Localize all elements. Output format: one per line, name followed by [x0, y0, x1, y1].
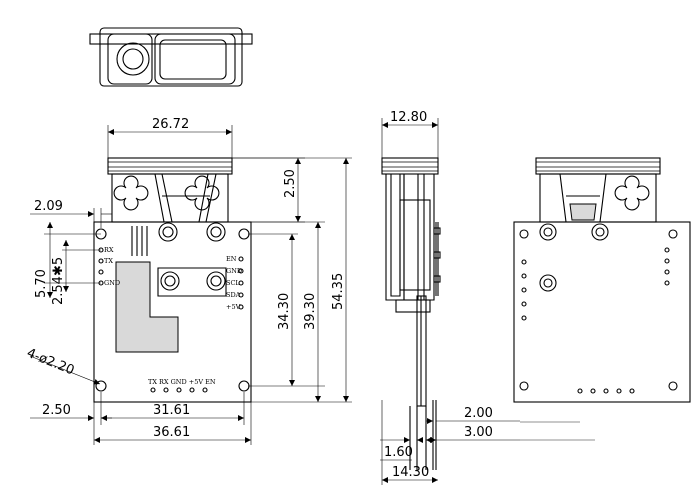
dim-pin-length: 3.00 [464, 425, 493, 440]
dim-hole-spacing-v: 39.30 [303, 293, 318, 330]
dim-side-width: 12.80 [390, 110, 427, 125]
pin-label-en: EN [226, 255, 237, 263]
dim-hole-diameter: 4-ø2.20 [25, 346, 77, 379]
front-view [93, 157, 252, 403]
dim-board-offset: 1.60 [384, 445, 413, 460]
pin-label-sda: SDA [226, 291, 241, 299]
dim-pin-span: 5.70 [34, 269, 49, 298]
dim-total-height: 54.35 [331, 273, 346, 310]
front-dimensions [29, 125, 352, 445]
pin-label-gnd-right: GND [226, 267, 242, 275]
back-view [513, 157, 691, 403]
dim-inner-height: 34.30 [277, 293, 292, 330]
side-view [381, 157, 441, 470]
dim-edge-offset: 2.50 [42, 403, 71, 418]
pin-label-gnd: GND [104, 279, 120, 287]
dim-total-depth: 14.30 [392, 465, 429, 480]
dim-pin-pitch: 2.54✱5 [51, 257, 66, 305]
pin-label-scl: SCL [226, 279, 240, 287]
top-view [89, 27, 253, 87]
dim-top-width: 26.72 [152, 117, 189, 132]
dim-board-width: 36.61 [153, 425, 190, 440]
dim-hole-spacing-h: 31.61 [153, 403, 190, 418]
dim-left-offset: 2.09 [34, 199, 63, 214]
side-dimensions [380, 118, 520, 485]
pin-label-rx: RX [104, 246, 114, 254]
dim-pcb-thickness: 2.00 [464, 406, 493, 421]
pin-label-5v: +5V [226, 303, 241, 311]
pin-label-bottom-row: TX RX GND +5V EN [148, 378, 216, 386]
dim-top-margin: 2.50 [283, 169, 298, 198]
pin-label-tx: TX [104, 257, 113, 265]
